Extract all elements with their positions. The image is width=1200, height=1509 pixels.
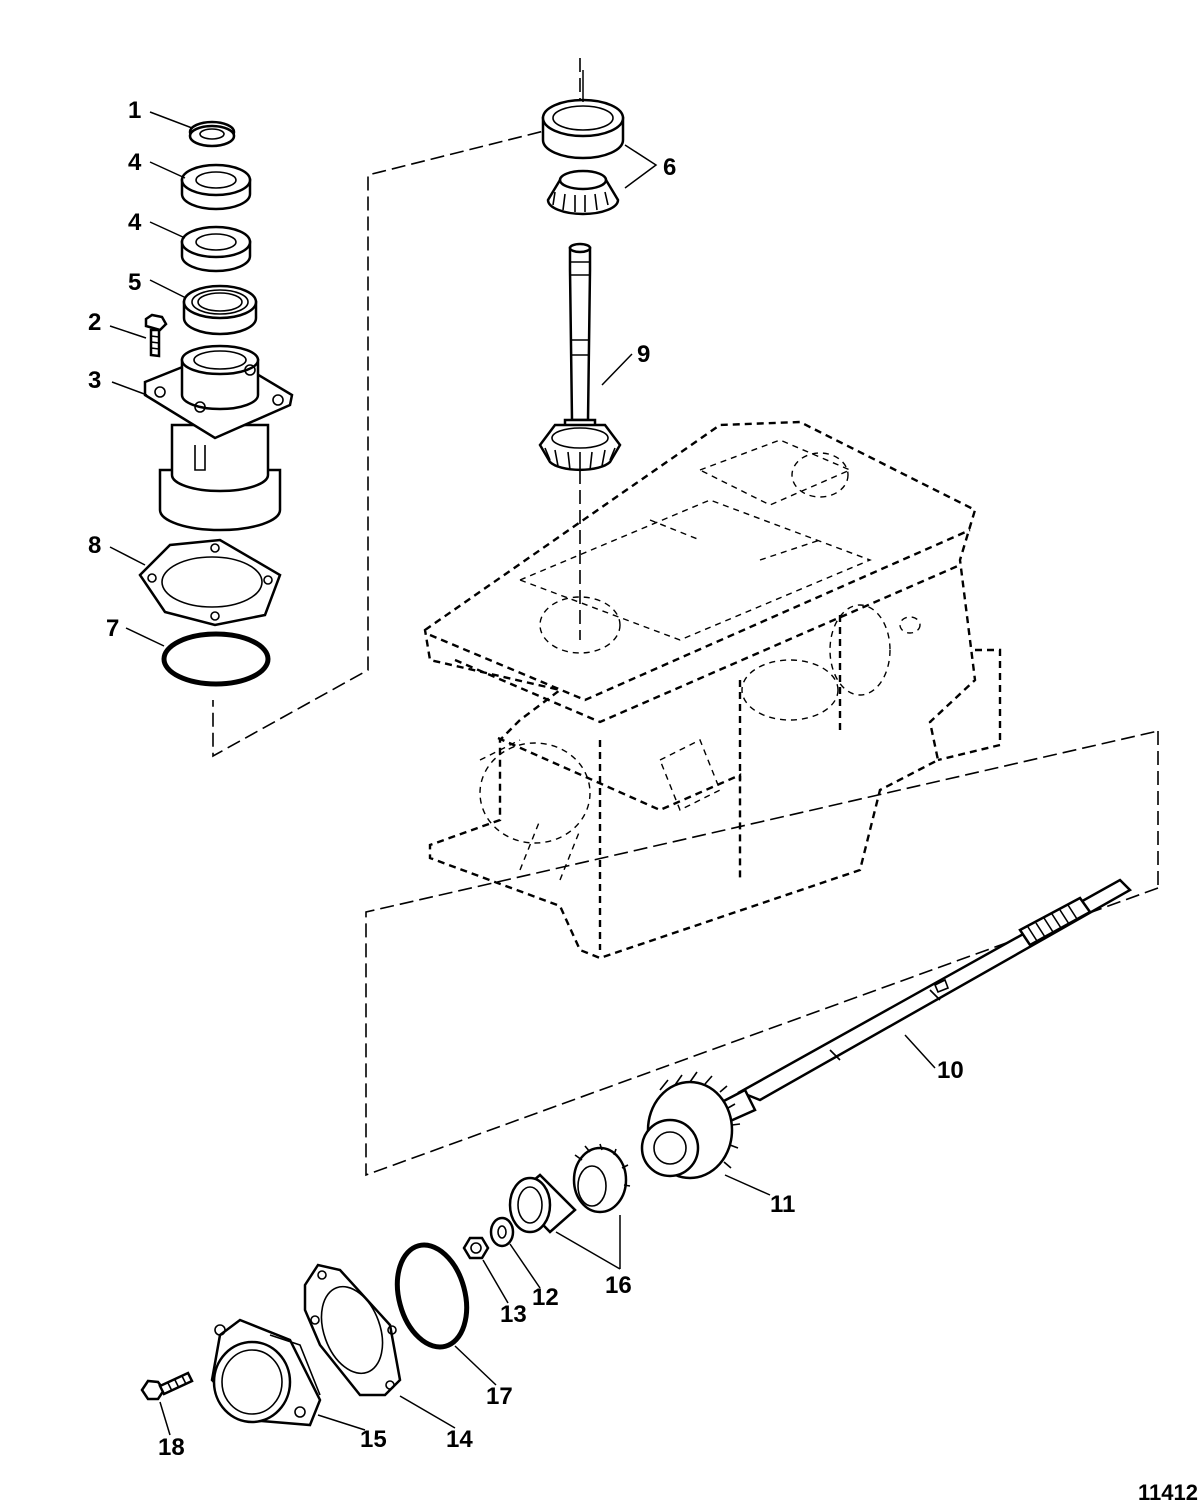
part-15-cover (210, 1318, 322, 1427)
callout-1: 1 (128, 97, 141, 124)
part-4-seal-lower (180, 225, 252, 273)
callout-12: 12 (532, 1284, 559, 1311)
part-16-tapered-bearing (508, 1143, 631, 1234)
part-12-washer (489, 1216, 515, 1248)
gear-housing-outline (423, 420, 1002, 960)
leader-lines (109, 70, 936, 1436)
callout-5: 5 (128, 269, 141, 296)
callout-17: 17 (486, 1383, 513, 1410)
callout-4-upper: 4 (128, 149, 142, 176)
callout-13: 13 (500, 1301, 527, 1328)
callout-10: 10 (937, 1057, 964, 1084)
callout-labels: 1 4 4 5 2 3 8 7 6 9 10 11 12 13 16 17 14… (88, 97, 964, 1461)
part-8-gasket (138, 538, 282, 627)
callout-16: 16 (605, 1272, 632, 1299)
callout-11: 11 (770, 1191, 795, 1218)
callout-14: 14 (446, 1426, 473, 1453)
part-4-seal-upper (180, 163, 252, 211)
callout-6: 6 (663, 154, 676, 181)
part-10-drive-shaft (716, 878, 1133, 1124)
callout-8: 8 (88, 532, 101, 559)
part-18-bolt (140, 1371, 194, 1401)
figure-number: 11412 (1138, 1480, 1198, 1505)
part-9-pinion-shaft (538, 242, 622, 472)
part-14-gasket (303, 1263, 402, 1397)
part-2-bolt (144, 313, 168, 358)
callout-3: 3 (88, 367, 101, 394)
part-1-seal (188, 120, 236, 148)
part-13-nut (462, 1236, 490, 1260)
part-3-bearing-carrier (143, 344, 294, 532)
part-6-tapered-bearing (541, 98, 625, 216)
part-11-drive-gear (640, 1071, 741, 1180)
assembly-guide-lines (212, 58, 1159, 1177)
part-17-o-ring (394, 1242, 470, 1350)
part-5-ball-bearing (182, 284, 258, 336)
callout-4-lower: 4 (128, 209, 142, 236)
part-7-o-ring (161, 631, 271, 687)
callout-18: 18 (158, 1434, 185, 1461)
callout-9: 9 (637, 341, 650, 368)
callout-15: 15 (360, 1426, 387, 1453)
callout-2: 2 (88, 309, 101, 336)
callout-7: 7 (106, 615, 119, 642)
